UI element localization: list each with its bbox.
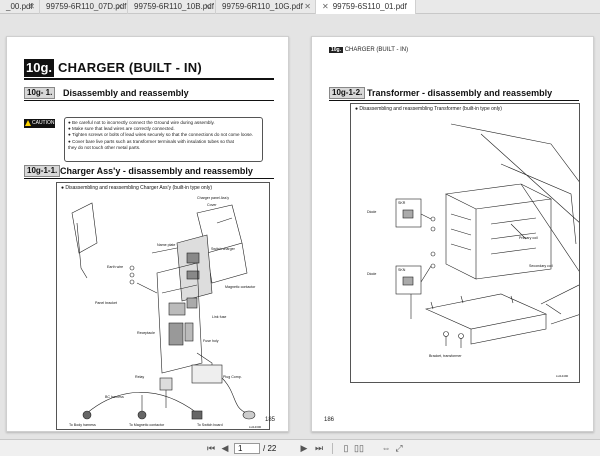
label-receptacle: Receptacle [137,331,155,335]
caution-badge: CAUTION [24,119,55,128]
label-magnetic-contactor: Magnetic contactor [225,285,256,289]
tab-label: 99759-6R110_10G.pdf [222,2,303,11]
label-plug-comp: Plug Comp. [223,375,242,379]
two-page-view-icon[interactable]: ▯▯ [354,443,364,453]
subsection-title: Disassembly and reassembly [63,88,189,98]
label-to-switch: To Switch board [197,423,223,427]
label-diode-2: Diode [367,272,377,276]
close-icon[interactable]: ✕ [28,2,35,11]
charger-diagram [71,202,256,420]
caution-item: ● Be careful not to incorrectly connect … [68,120,215,125]
close-icon[interactable]: ✕ [304,2,311,11]
transformer-diagram [395,123,579,348]
figure-transformer: ● Disassembling and reassembling Transfo… [350,103,580,383]
divider [24,78,274,80]
header-text: CHARGER (BUILT - IN) [344,47,409,53]
last-page-icon[interactable]: ⏭ [314,443,324,453]
caution-item: ● Cover bare live parts such as transfor… [68,138,234,144]
label-cover: Cover [207,203,217,207]
fit-width-icon[interactable]: ⇔ [381,443,391,453]
label-switch-charger: Switch charger [211,247,235,251]
tab-00[interactable]: _00.pdf✕ [0,0,40,14]
divider [332,443,333,454]
section-number: 10g. [24,59,54,77]
label-to-magnetic: To Magnetic contactor [129,423,165,427]
warning-icon [25,120,31,126]
subsubsection-number: 10g-1-2. [329,87,366,99]
divider [24,100,274,101]
first-page-icon[interactable]: ⏮ [206,443,216,453]
divider [24,178,274,179]
caution-item: they do not touch other metal parts. [68,144,141,150]
fit-page-icon[interactable]: ⤢ [395,443,403,453]
tab-07d[interactable]: 99759-6R110_07D.pdf✕ [40,0,128,14]
figure-charger: ● Disassembling and reassembling Charger… [56,182,270,430]
header-tag: 10g. [329,47,344,53]
close-icon[interactable]: ✕ [322,2,329,11]
status-bar: ⏮ ◀ 1 / 22 ▶ ⏭ ▯ ▯▯ ⇔ ⤢ [0,439,600,456]
label-diode-1: Diode [367,210,377,214]
subsection-number: 10g- 1. [24,87,56,99]
label-fuse-holy: Fuse holy [203,339,219,343]
page-total: / 22 [263,444,277,453]
tab-label: 99759-6R110_10B.pdf [134,2,214,11]
label-panel-bracket: Panel bracket [95,301,117,305]
caution-box: ● Be careful not to incorrectly connect … [64,117,263,162]
label-to-body: To Body harness [69,423,96,427]
running-header: 10g. CHARGER (BUILT - IN) [329,47,408,53]
close-icon[interactable]: ✕ [116,2,123,11]
page-number-input[interactable]: 1 [234,443,260,454]
figure-id: LH14490 [556,374,569,378]
tab-bar: _00.pdf✕ 99759-6R110_07D.pdf✕ 99759-6R11… [0,0,600,14]
page-number: 185 [265,417,276,423]
tab-label: 99759-6R110_07D.pdf [46,2,127,11]
previous-page-icon[interactable]: ◀ [221,443,229,453]
caution-item: ● Tighten screws or bolts of lead wires … [68,132,254,138]
label-skn: SKN [398,268,406,272]
page-number: 186 [324,417,335,423]
figure-id: LH14300 [249,425,262,429]
label-primary-coil: Primary coil [519,236,538,240]
single-page-view-icon[interactable]: ▯ [343,443,349,453]
label-skr: SKR [398,201,406,205]
tab-label: _00.pdf [6,2,33,11]
subsubsection-title: Transformer - disassembly and reassembly [367,88,553,98]
label-secondary-coil: Secondary coil [529,264,553,268]
label-name-plate: Name plate [157,243,176,247]
caution-item: ● Make sure that lead wires are correctl… [68,126,175,132]
label-charger-panel: Charger panel Ass'y [197,196,230,200]
document-viewer[interactable]: 10g. CHARGER (BUILT - IN) 10g- 1. Disass… [0,14,600,439]
label-relay: Relay [135,375,145,379]
figure-caption: ● Disassembling and reassembling Charger… [61,185,212,191]
label-bracket-transformer: Bracket, transformer [429,354,462,358]
label-link-fuse: Link fuse [212,315,227,319]
tab-01[interactable]: ✕99759-6S110_01.pdf [316,0,416,14]
close-icon[interactable]: ✕ [204,2,211,11]
next-page-icon[interactable]: ▶ [300,443,308,453]
subsubsection-number: 10g-1-1. [24,165,61,177]
label-earth-wire: Earth wire [107,265,124,269]
tab-label: 99759-6S110_01.pdf [332,2,407,11]
section-title: CHARGER (BUILT - IN) [58,60,202,75]
figure-caption: ● Disassembling and reassembling Transfo… [355,106,502,112]
pdf-page-185: 10g. CHARGER (BUILT - IN) 10g- 1. Disass… [6,36,289,432]
caution-label: CAUTION [32,120,55,126]
pdf-page-186: 10g. CHARGER (BUILT - IN) 10g-1-2. Trans… [311,36,594,432]
divider [329,100,579,101]
label-bc-harness: BC harness [105,395,124,399]
tab-10g[interactable]: 99759-6R110_10G.pdf✕ [216,0,316,14]
subsubsection-title: Charger Ass'y - disassembly and reassemb… [60,166,253,176]
tab-10b[interactable]: 99759-6R110_10B.pdf✕ [128,0,216,14]
